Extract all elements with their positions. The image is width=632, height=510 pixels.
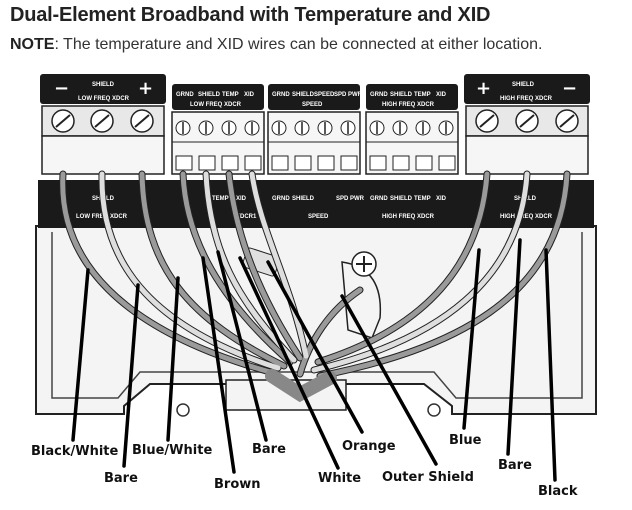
low-freq-caption: LOW FREQ XDCR — [78, 96, 130, 102]
terminal-block-high-xdcr — [365, 111, 459, 175]
board-strip: LOW FREQ XDCR XDCR1 SPEED HIGH FREQ XDCR… — [38, 180, 594, 228]
xdcr1-pin-1: SHIELD — [198, 92, 221, 98]
board-pin-3: GRND — [272, 196, 290, 202]
high-freq-minus: − — [562, 78, 577, 99]
label-outer-shield: Outer Shield — [382, 470, 474, 485]
board-pin-1: TEMP — [212, 196, 229, 202]
high-freq-plus: + — [476, 78, 491, 99]
board-pin-9: XID — [436, 196, 447, 202]
note-label: NOTE — [10, 36, 55, 53]
speed-pin-2: SPEED — [314, 92, 335, 98]
label-black: Black — [538, 484, 578, 499]
page-title: Dual-Element Broadband with Temperature … — [10, 4, 491, 26]
board-pin-7: SHIELD — [390, 196, 413, 202]
terminal-block-high-freq — [465, 105, 589, 175]
board-label-speed: SPEED — [308, 214, 329, 220]
xdcr1-pin-0: GRND — [176, 92, 194, 98]
label-orange: Orange — [342, 439, 396, 454]
label-bare-right: Bare — [498, 458, 532, 473]
board-label-high-mid: HIGH FREQ XDCR — [382, 214, 435, 220]
xdcr1-caption: LOW FREQ XDCR — [190, 102, 242, 108]
speed-pin-1: SHIELD — [292, 92, 315, 98]
high-xdcr-pin-2: TEMP — [414, 92, 431, 98]
high-freq-caption: HIGH FREQ XDCR — [500, 96, 553, 102]
mount-hole-right — [427, 403, 441, 417]
speed-caption: SPEED — [302, 102, 323, 108]
board-pin-2: XID — [236, 196, 247, 202]
leader-lines — [71, 238, 557, 482]
label-blue: Blue — [449, 433, 482, 448]
high-xdcr-caption: HIGH FREQ XDCR — [382, 102, 435, 108]
high-xdcr-pin-1: SHIELD — [390, 92, 413, 98]
label-white: White — [318, 471, 361, 486]
board-label-xdcr1: XDCR1 — [236, 214, 257, 220]
mount-hole-left — [176, 403, 190, 417]
xdcr1-pin-2: TEMP — [222, 92, 239, 98]
label-bare-mid: Bare — [252, 442, 286, 457]
label-blue-white: Blue/White — [132, 443, 212, 458]
board-label-low-freq: LOW FREQ XDCR — [76, 214, 128, 220]
board-label-high-freq: HIGH FREQ XDCR — [500, 214, 553, 220]
xdcr1-pin-3: XID — [244, 92, 255, 98]
note-text: : The temperature and XID wires can be c… — [54, 36, 543, 53]
low-freq-plus: + — [138, 78, 153, 99]
board-pin-4: SHIELD — [292, 196, 315, 202]
note-line: NOTE: The temperature and XID wires can … — [10, 36, 542, 54]
high-xdcr-pin-3: XID — [436, 92, 447, 98]
terminal-block-xdcr1 — [171, 111, 265, 175]
terminal-block-low-freq — [41, 105, 165, 175]
board-pin-5: SPD PWR — [336, 196, 365, 202]
low-freq-shield: SHIELD — [92, 82, 115, 88]
wire-labels: Black/White Bare Blue/White Brown Bare W… — [31, 433, 578, 499]
board-pin-8: TEMP — [414, 196, 431, 202]
high-xdcr-pin-0: GRND — [370, 92, 388, 98]
speed-pin-3: SPD PWR — [334, 92, 363, 98]
board-pin-6: GRND — [370, 196, 388, 202]
high-freq-shield: SHIELD — [512, 82, 535, 88]
label-bare-left: Bare — [104, 471, 138, 486]
top-label-bars: − + SHIELD LOW FREQ XDCR LOW FREQ XDCR G… — [40, 74, 590, 110]
terminal-block-speed — [267, 111, 361, 175]
wires — [59, 170, 571, 403]
label-brown: Brown — [214, 477, 261, 492]
label-black-white: Black/White — [31, 444, 119, 459]
speed-pin-0: GRND — [272, 92, 290, 98]
low-freq-minus: − — [54, 78, 69, 99]
